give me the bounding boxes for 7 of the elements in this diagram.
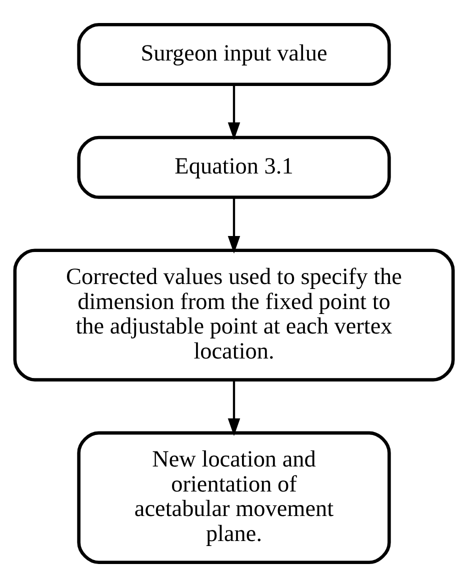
arrow	[228, 198, 240, 254]
node-box: New location and orientation of acetabular movement plane.	[77, 431, 391, 564]
node-box: Corrected values used to specify the dimension from the fixed point to the adjustable point at each vertex location.	[13, 248, 455, 382]
node-box: Surgeon input value	[77, 22, 391, 86]
node-box: Equation 3.1	[77, 136, 391, 199]
arrow	[228, 380, 240, 436]
arrow	[228, 84, 240, 140]
